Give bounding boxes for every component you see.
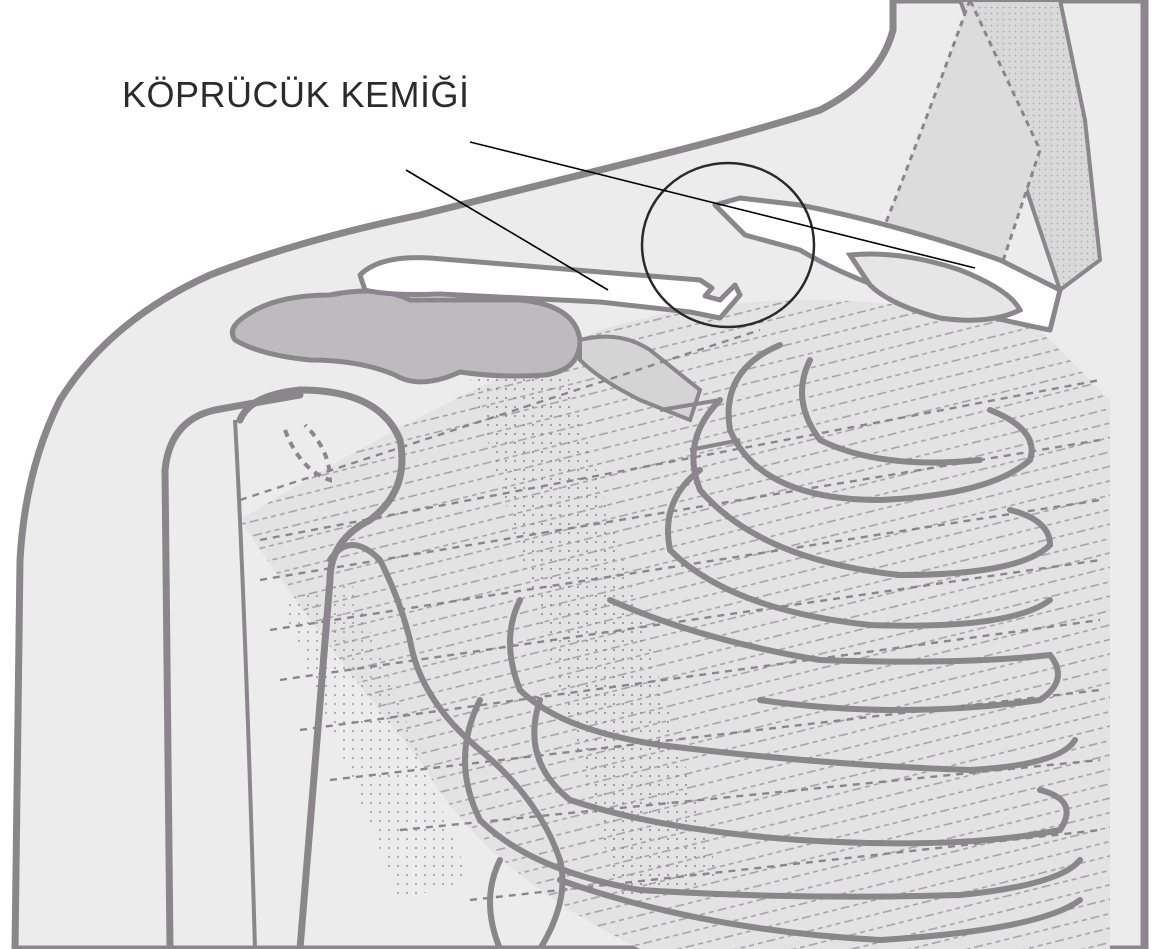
- clavicle-label: KÖPRÜCÜK KEMİĞİ: [122, 74, 470, 116]
